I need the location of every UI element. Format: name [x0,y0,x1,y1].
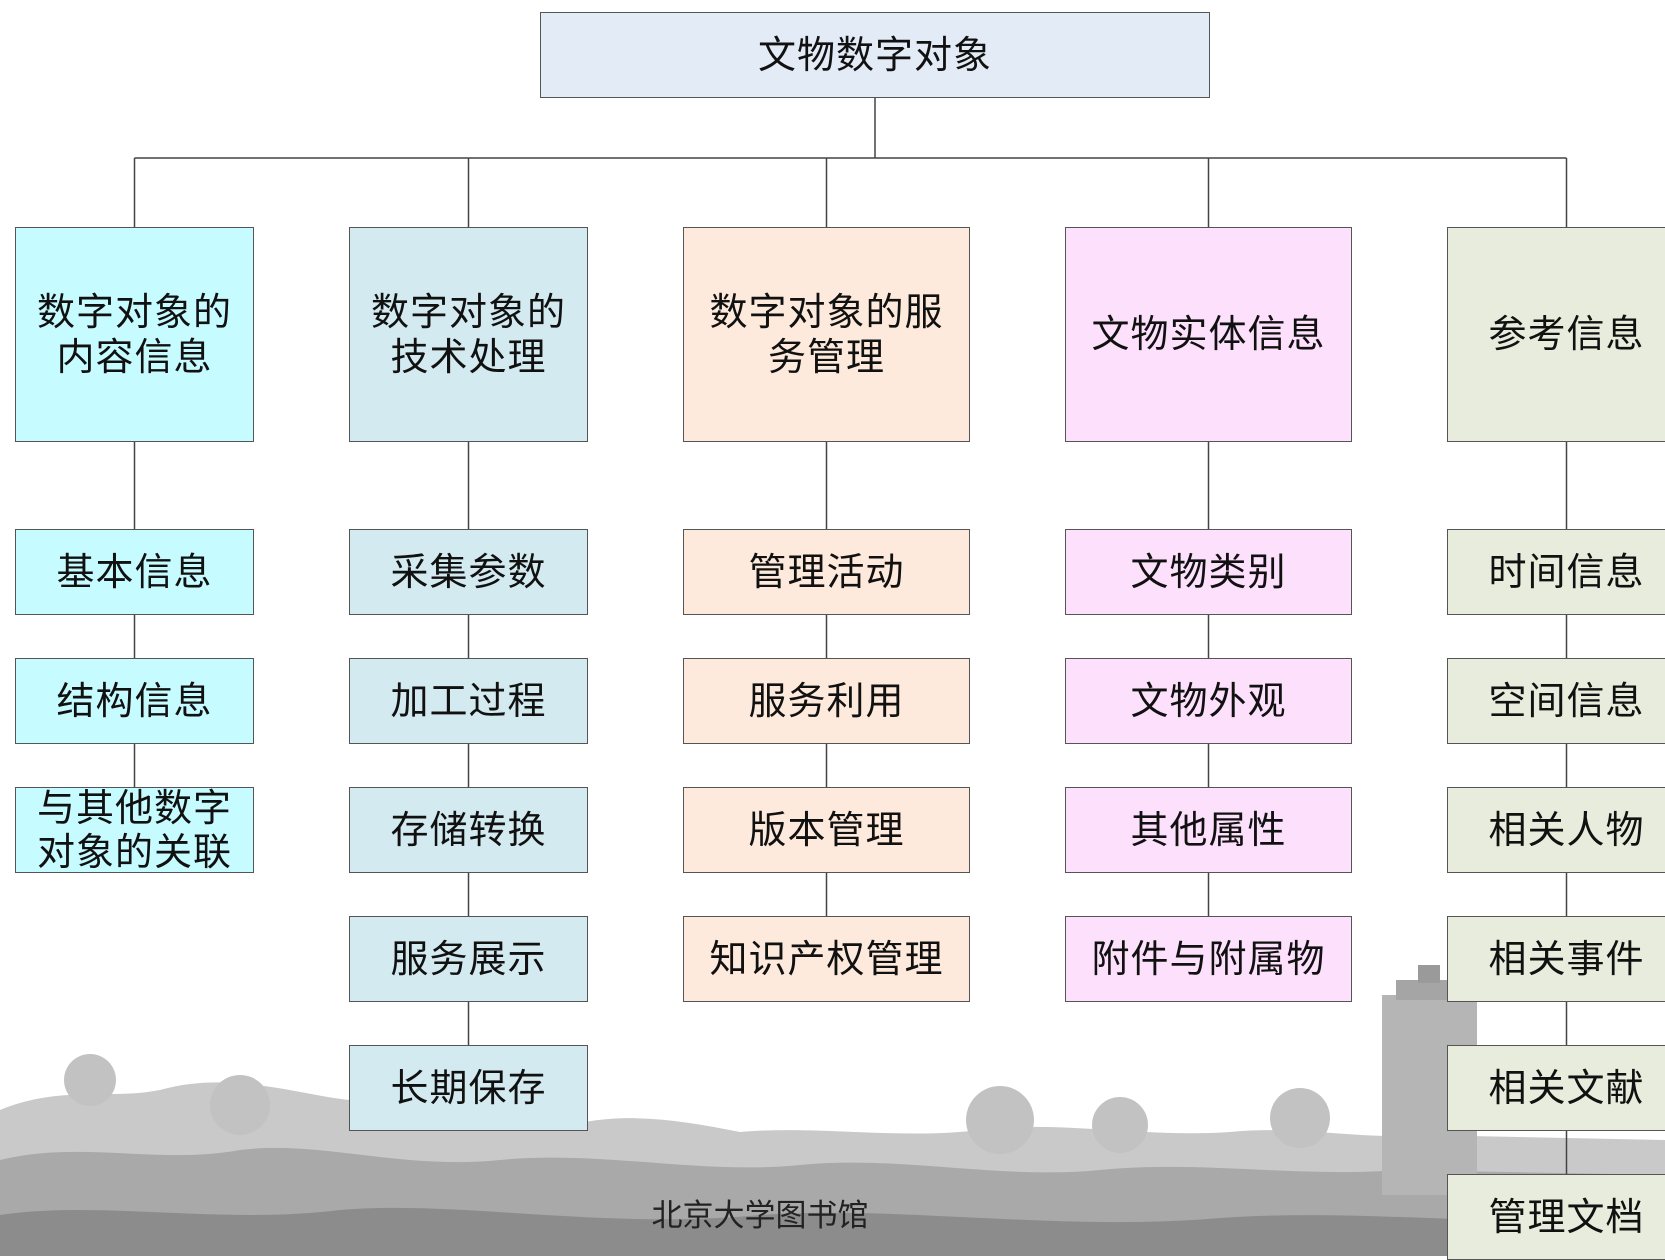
item-label: 版本管理 [748,807,905,852]
item-node: 版本管理 [683,787,970,873]
item-node: 加工过程 [349,658,588,744]
category-label: 数字对象的内容信息 [36,290,232,379]
item-node: 基本信息 [15,529,254,615]
item-node: 存储转换 [349,787,588,873]
item-node: 结构信息 [15,658,254,744]
item-node: 服务利用 [683,658,970,744]
category-node-4: 文物实体信息 [1065,227,1352,442]
item-node: 文物类别 [1065,529,1352,615]
category-node-5: 参考信息 [1447,227,1665,442]
category-node-1: 数字对象的内容信息 [15,227,254,442]
item-label: 加工过程 [390,678,547,723]
item-label: 时间信息 [1488,549,1645,594]
item-label: 采集参数 [390,549,547,594]
item-label: 空间信息 [1488,678,1645,723]
item-node: 时间信息 [1447,529,1665,615]
item-label: 文物类别 [1130,549,1287,594]
item-node: 管理文档 [1447,1174,1665,1260]
item-label: 结构信息 [56,678,213,723]
category-label: 文物实体信息 [1091,312,1326,357]
item-node: 文物外观 [1065,658,1352,744]
item-label: 长期保存 [390,1065,547,1110]
category-label: 数字对象的技术处理 [370,290,566,379]
category-node-2: 数字对象的技术处理 [349,227,588,442]
item-node: 其他属性 [1065,787,1352,873]
item-node: 管理活动 [683,529,970,615]
footer-caption: 北京大学图书馆 [651,1198,869,1234]
item-node: 与其他数字对象的关联 [15,787,254,873]
item-node: 服务展示 [349,916,588,1002]
item-node: 相关事件 [1447,916,1665,1002]
item-label: 文物外观 [1130,678,1287,723]
item-label: 服务利用 [748,678,905,723]
item-label: 相关人物 [1488,807,1645,852]
item-node: 长期保存 [349,1045,588,1131]
item-label: 服务展示 [390,936,547,981]
root-label: 文物数字对象 [757,32,992,77]
item-node: 附件与附属物 [1065,916,1352,1002]
item-node: 采集参数 [349,529,588,615]
item-label: 基本信息 [56,549,213,594]
item-node: 知识产权管理 [683,916,970,1002]
item-label: 相关文献 [1488,1065,1645,1110]
item-node: 空间信息 [1447,658,1665,744]
item-label: 与其他数字对象的关联 [36,787,232,873]
item-label: 存储转换 [390,807,547,852]
item-node: 相关文献 [1447,1045,1665,1131]
category-node-3: 数字对象的服务管理 [683,227,970,442]
item-label: 知识产权管理 [709,936,944,981]
item-label: 附件与附属物 [1091,936,1326,981]
root-node: 文物数字对象 [540,12,1210,98]
item-label: 相关事件 [1488,936,1645,981]
category-label: 参考信息 [1488,312,1645,357]
item-label: 管理文档 [1488,1194,1645,1239]
category-label: 数字对象的服务管理 [709,290,944,379]
item-label: 管理活动 [748,549,905,594]
item-node: 相关人物 [1447,787,1665,873]
item-label: 其他属性 [1130,807,1287,852]
